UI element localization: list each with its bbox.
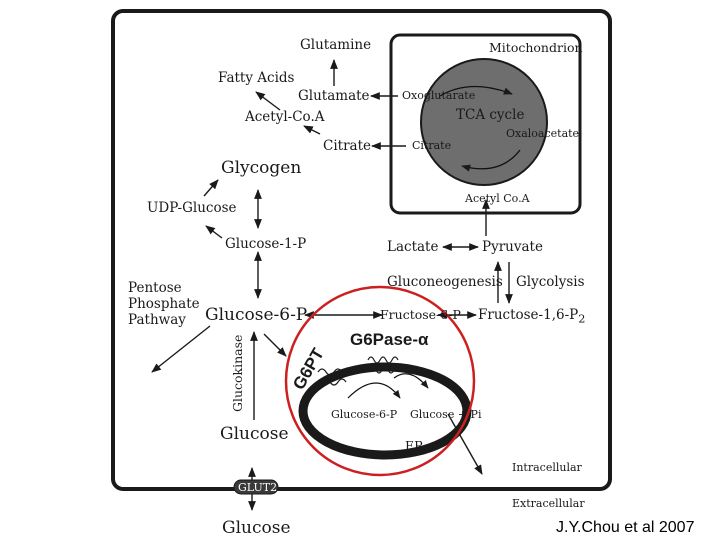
label-acetyl-coa: Acetyl-Co.A xyxy=(245,109,325,125)
citation: J.Y.Chou et al 2007 xyxy=(556,519,695,536)
glut2-transporter xyxy=(233,479,279,495)
highlight-circle xyxy=(284,285,476,477)
label-udp-glucose: UDP-Glucose xyxy=(147,200,237,216)
label-oxaloacetate: Oxaloacetate xyxy=(506,127,580,140)
label-glucose-blood: Glucose xyxy=(222,518,291,538)
label-citrate: Citrate xyxy=(323,138,371,154)
label-gluconeogenesis: Gluconeogenesis xyxy=(387,274,503,290)
label-mito-acetyl-coa: Acetyl Co.A xyxy=(465,192,530,205)
arrow-udpglucose-glycogen xyxy=(203,179,219,197)
label-tca-cycle: TCA cycle xyxy=(456,107,525,123)
label-mitochondrion: Mitochondrion xyxy=(489,40,583,55)
label-glut2: GLUT2 xyxy=(238,481,278,494)
label-er-glucose-6-p: Glucose-6-P xyxy=(331,408,398,421)
label-glycogen: Glycogen xyxy=(221,158,302,178)
g6pt-protein xyxy=(317,368,351,386)
arrow-glucose-efflux xyxy=(447,413,483,475)
label-glycolysis: Glycolysis xyxy=(516,274,585,290)
er-arrow-glucose-pi xyxy=(393,373,429,389)
label-oxoglutarate: Oxoglutarate xyxy=(402,89,476,102)
label-extracellular: Extracellular xyxy=(512,497,585,510)
label-glucose-1-p: Glucose-1-P xyxy=(225,236,307,252)
label-pathway: Pathway xyxy=(128,312,186,328)
arrow-acetylcoa-fattyacids xyxy=(255,91,281,111)
label-g6pase: G6Pase-α xyxy=(350,330,429,349)
arrow-glucose6p-g6pt xyxy=(263,333,287,357)
label-lactate: Lactate xyxy=(387,239,439,255)
label-phosphate: Phosphate xyxy=(128,296,200,312)
label-glucokinase: Glucokinase xyxy=(230,334,245,412)
label-glucose-cell: Glucose xyxy=(220,424,289,444)
label-fatty-acids: Fatty Acids xyxy=(218,70,295,86)
label-intracellular: Intracellular xyxy=(512,461,582,474)
label-glucose-6-p: Glucose-6-P xyxy=(205,305,308,325)
arrow-citrate-acetylcoa xyxy=(303,125,321,135)
label-pentose: Pentose xyxy=(128,280,182,296)
fructose-16-p-text: Fructose-1,6-P xyxy=(478,307,579,323)
label-mito-citrate: Citrate xyxy=(412,139,452,152)
label-er-glucose-pi: Glucose + Pi xyxy=(410,408,482,421)
label-glutamate: Glutamate xyxy=(298,88,370,104)
label-glutamine: Glutamine xyxy=(300,37,372,53)
cell-boundary xyxy=(111,9,612,491)
label-er: ER xyxy=(405,438,424,453)
arrow-glucose1p-udpglucose xyxy=(205,225,223,239)
label-pyruvate: Pyruvate xyxy=(482,239,543,255)
fructose-16-p-subscript: 2 xyxy=(578,312,586,326)
tca-cycle-arrow-bottom xyxy=(461,149,521,172)
g6pase-protein xyxy=(367,356,399,374)
label-fructose-16-p2: Fructose-1,6-P2 xyxy=(478,307,586,326)
er-arrow-g6p-glucose xyxy=(347,382,401,399)
label-fructose-6-p: Fructose-6-P xyxy=(380,307,461,322)
arrow-glucose6p-pentose xyxy=(151,325,211,373)
tca-cycle-arrow-top xyxy=(439,85,513,97)
